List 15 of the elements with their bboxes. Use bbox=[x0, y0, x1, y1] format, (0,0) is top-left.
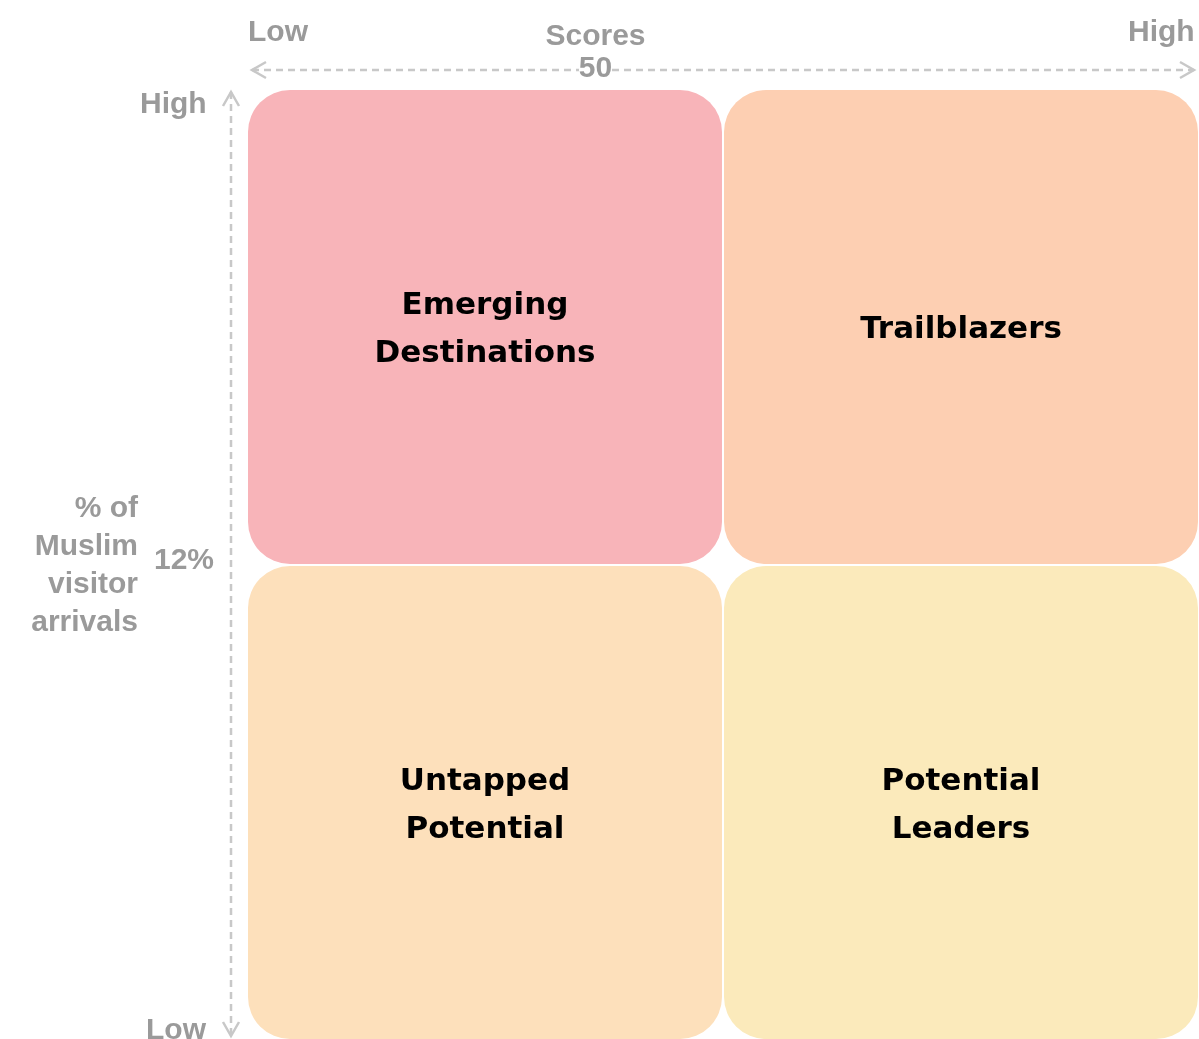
axis-title: % of Muslim visitor arrivals bbox=[30, 489, 138, 639]
axis-midpoint-label: 12% bbox=[154, 541, 215, 577]
quadrant-box bbox=[248, 566, 722, 1039]
quadrant-box bbox=[248, 90, 722, 564]
quadrant-title: Emerging Destinations bbox=[373, 284, 597, 371]
axis-title: Scores bbox=[545, 18, 646, 51]
axis-end-label: High bbox=[1128, 13, 1195, 49]
quadrant-box bbox=[724, 566, 1198, 1039]
quadrant-title: Trailblazers bbox=[859, 308, 1063, 347]
quadrant-box bbox=[724, 90, 1198, 564]
axis-end-label: High bbox=[140, 85, 207, 121]
quadrant-title: Untapped Potential bbox=[398, 759, 572, 847]
axis-end-label: Low bbox=[146, 1011, 206, 1039]
axis-end-label: Low bbox=[248, 13, 308, 49]
quadrant-title: Potential Leaders bbox=[880, 759, 1042, 847]
